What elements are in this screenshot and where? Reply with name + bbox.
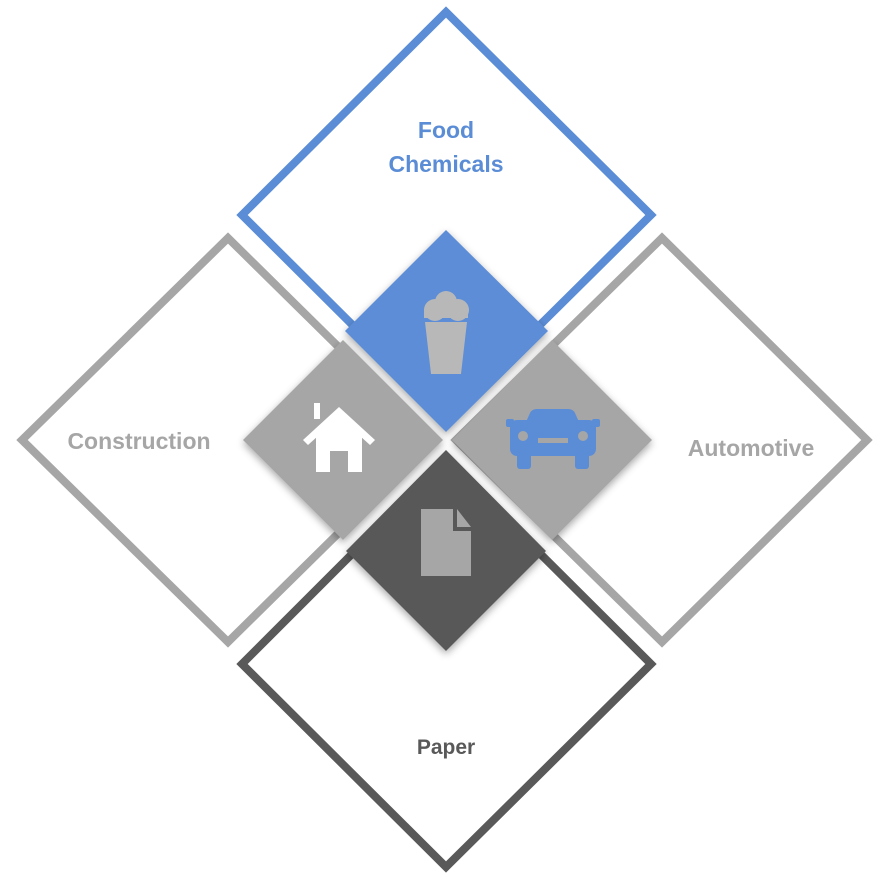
paper-label: Paper [417,736,475,759]
automotive-label: Automotive [688,435,815,461]
paper-outline [236,454,657,873]
house-icon [303,403,375,472]
cupcake-icon [424,291,469,374]
food-chemicals-label-line2: Chemicals [388,151,503,177]
car-icon [506,409,600,469]
food-chemicals-label-line1: Food [418,117,474,143]
construction-label: Construction [67,428,210,454]
document-icon [421,509,471,576]
